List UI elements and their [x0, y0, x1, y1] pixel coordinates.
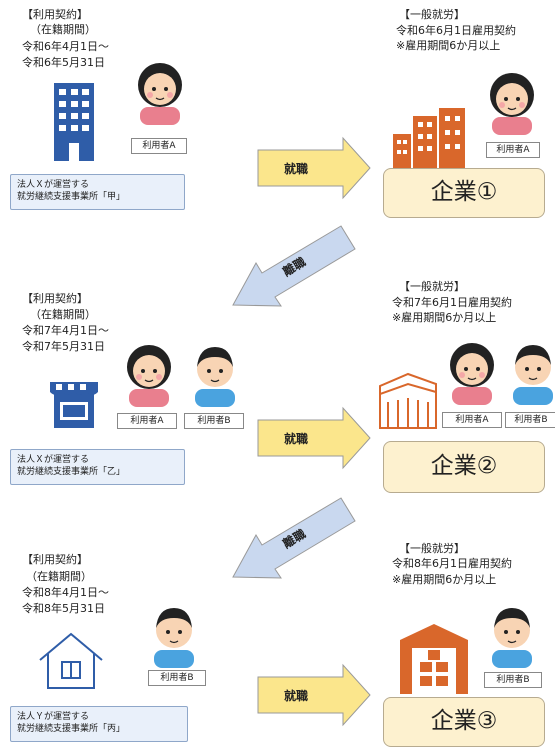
- employ-label-1: 就職: [284, 162, 309, 176]
- employment-title: 【一般就労】: [399, 8, 465, 21]
- company-2: 企業②: [383, 441, 545, 493]
- user-a-person-icon: [127, 345, 171, 407]
- user-a-person-icon: [138, 63, 182, 125]
- employment-title: 【一般就労】: [399, 542, 465, 555]
- user-b-person-icon: [154, 608, 194, 668]
- office-box-2: 法人Ｘが運営する 就労継続支援事業所「乙」: [10, 449, 185, 485]
- employ-arrow-1: [257, 136, 371, 200]
- factory-icon: [379, 372, 437, 429]
- user-badge-a: 利用者A: [486, 142, 540, 158]
- employ-label-2: 就職: [284, 432, 309, 446]
- user-b-person-icon: [513, 345, 553, 405]
- employment-note: ※雇用期間6か月以上: [392, 311, 497, 324]
- office-line-2: 就労継続支援事業所「丙」: [17, 724, 126, 734]
- employment-title: 【一般就労】: [399, 280, 465, 293]
- contract-title: 【利用契約】: [22, 8, 88, 21]
- company-1: 企業①: [383, 168, 545, 218]
- office-line-1: 法人Ｘが運営する: [17, 455, 90, 465]
- leave-arrow-1: [232, 225, 356, 307]
- office-box-1: 法人Ｘが運営する 就労継続支援事業所「甲」: [10, 174, 185, 210]
- period-end: 令和8年5月31日: [22, 602, 105, 615]
- period-start: 令和8年4月1日～: [22, 586, 109, 599]
- employ-arrow-2: [257, 406, 371, 470]
- user-b-person-icon: [492, 608, 532, 668]
- office-line-2: 就労継続支援事業所「乙」: [17, 467, 126, 477]
- contract-title: 【利用契約】: [22, 292, 88, 305]
- company-buildings-icon: [393, 108, 465, 168]
- employment-note: ※雇用期間6か月以上: [392, 573, 497, 586]
- shop-icon: [50, 382, 98, 428]
- user-badge-a: 利用者A: [131, 138, 187, 154]
- office-line-1: 法人Ｘが運営する: [17, 180, 90, 190]
- user-badge-b: 利用者B: [505, 412, 555, 428]
- period-end: 令和7年5月31日: [22, 340, 105, 353]
- user-b-person-icon: [195, 347, 235, 407]
- user-badge-b: 利用者B: [148, 670, 206, 686]
- period-start: 令和7年4月1日～: [22, 324, 109, 337]
- user-badge-a: 利用者A: [117, 413, 177, 429]
- period-label: （在籍期間）: [30, 308, 96, 321]
- contract-title: 【利用契約】: [22, 553, 88, 566]
- user-a-person-icon: [490, 73, 534, 135]
- warehouse-icon: [400, 624, 468, 694]
- company-3: 企業③: [383, 697, 545, 747]
- employment-note: ※雇用期間6か月以上: [396, 39, 501, 52]
- period-start: 令和6年4月1日～: [22, 40, 109, 53]
- office-box-3: 法人Ｙが運営する 就労継続支援事業所「丙」: [10, 706, 188, 742]
- leave-arrow-2: [232, 497, 356, 579]
- employment-date: 令和6年6月1日雇用契約: [396, 24, 516, 37]
- user-badge-b: 利用者B: [484, 672, 542, 688]
- period-label: （在籍期間）: [26, 570, 92, 583]
- period-label: （在籍期間）: [30, 23, 96, 36]
- user-badge-b: 利用者B: [184, 413, 244, 429]
- office-line-1: 法人Ｙが運営する: [17, 712, 90, 722]
- user-a-person-icon: [450, 343, 494, 405]
- user-badge-a: 利用者A: [442, 412, 502, 428]
- employment-date: 令和8年6月1日雇用契約: [392, 557, 512, 570]
- office-building-icon: [54, 83, 94, 161]
- period-end: 令和6年5月31日: [22, 56, 105, 69]
- employ-label-3: 就職: [284, 689, 309, 703]
- office-line-2: 就労継続支援事業所「甲」: [17, 192, 126, 202]
- employ-arrow-3: [257, 663, 371, 727]
- employment-date: 令和7年6月1日雇用契約: [392, 296, 512, 309]
- house-icon: [39, 632, 103, 689]
